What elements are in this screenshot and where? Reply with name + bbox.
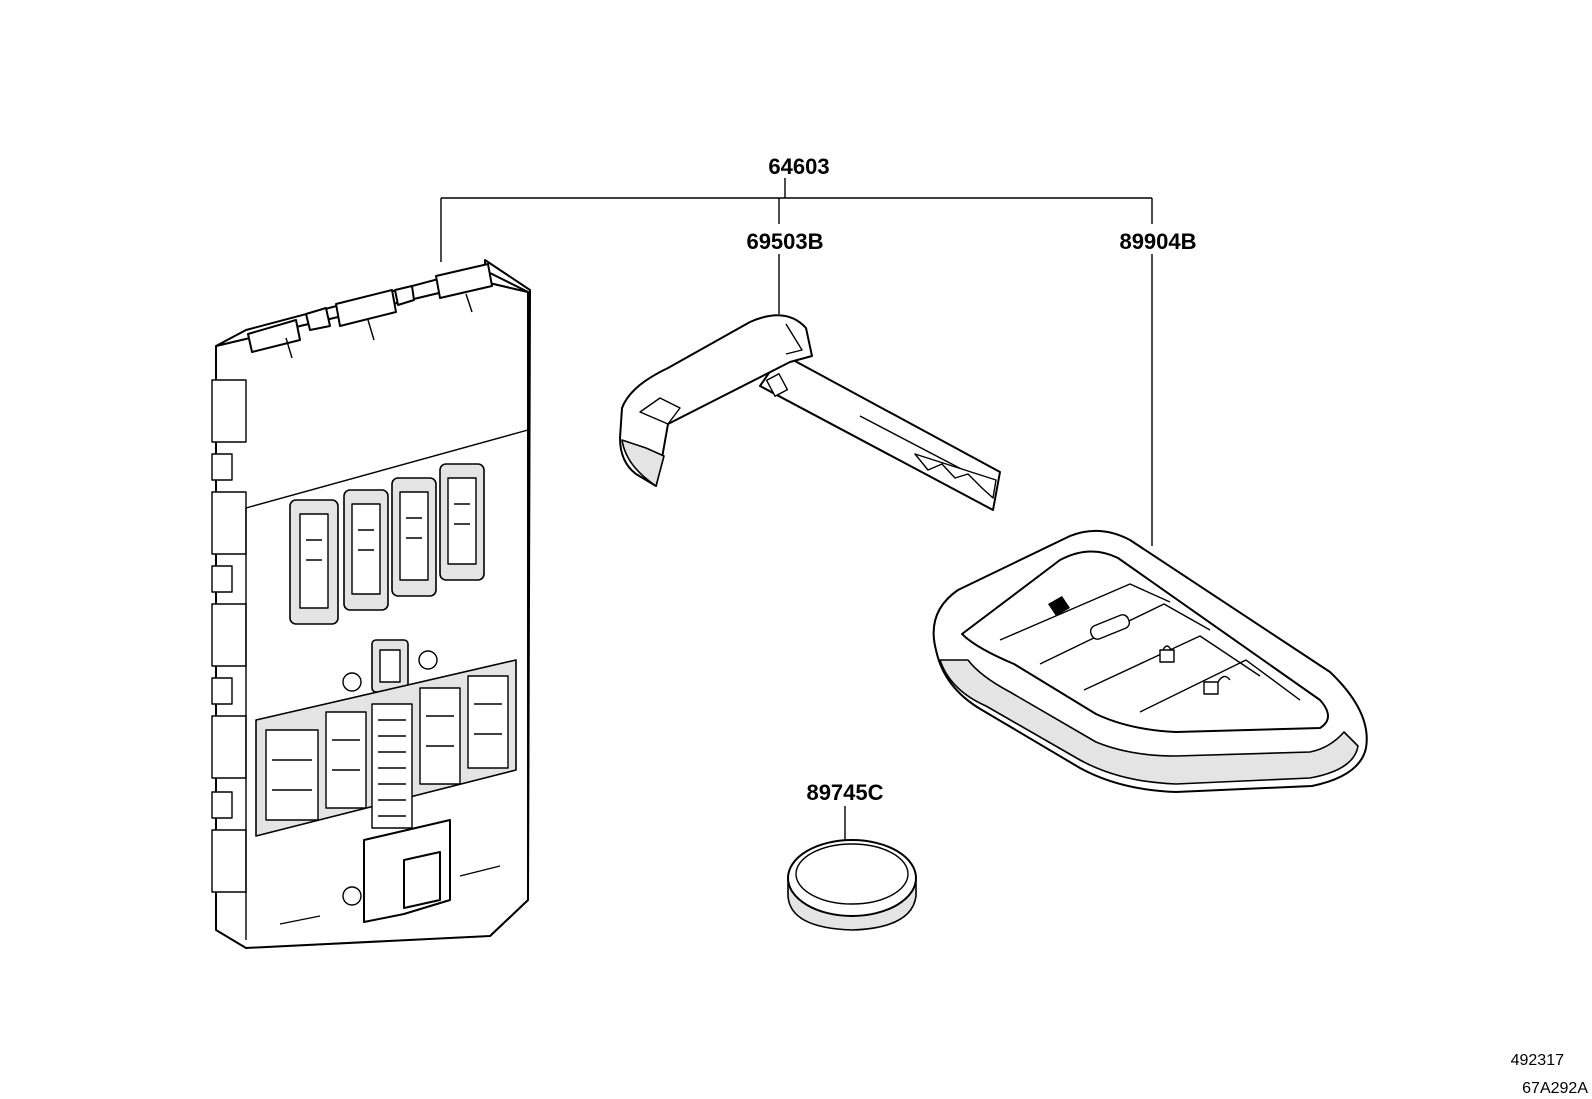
lower-connectors [255,659,517,837]
assembly-part-number: 64603 [768,154,829,179]
reference-number: 492317 [1511,1052,1564,1069]
upper-connectors [289,463,485,625]
unlock-icon [1203,681,1219,695]
trunk-icon [1048,596,1070,616]
lock-icon [1159,649,1175,663]
key-blade-part-number: 69503B [746,229,823,254]
coin-battery [787,839,917,931]
battery-part-number: 89745C [806,780,883,805]
control-module [211,259,531,949]
mechanical-key [619,314,1001,511]
transmitter-part-number: 89904B [1119,229,1196,254]
figure-code: 67A292A [1522,1080,1588,1097]
car-icon [1089,614,1131,640]
smart-key-fob [932,529,1368,793]
leader-lines [440,178,1153,855]
